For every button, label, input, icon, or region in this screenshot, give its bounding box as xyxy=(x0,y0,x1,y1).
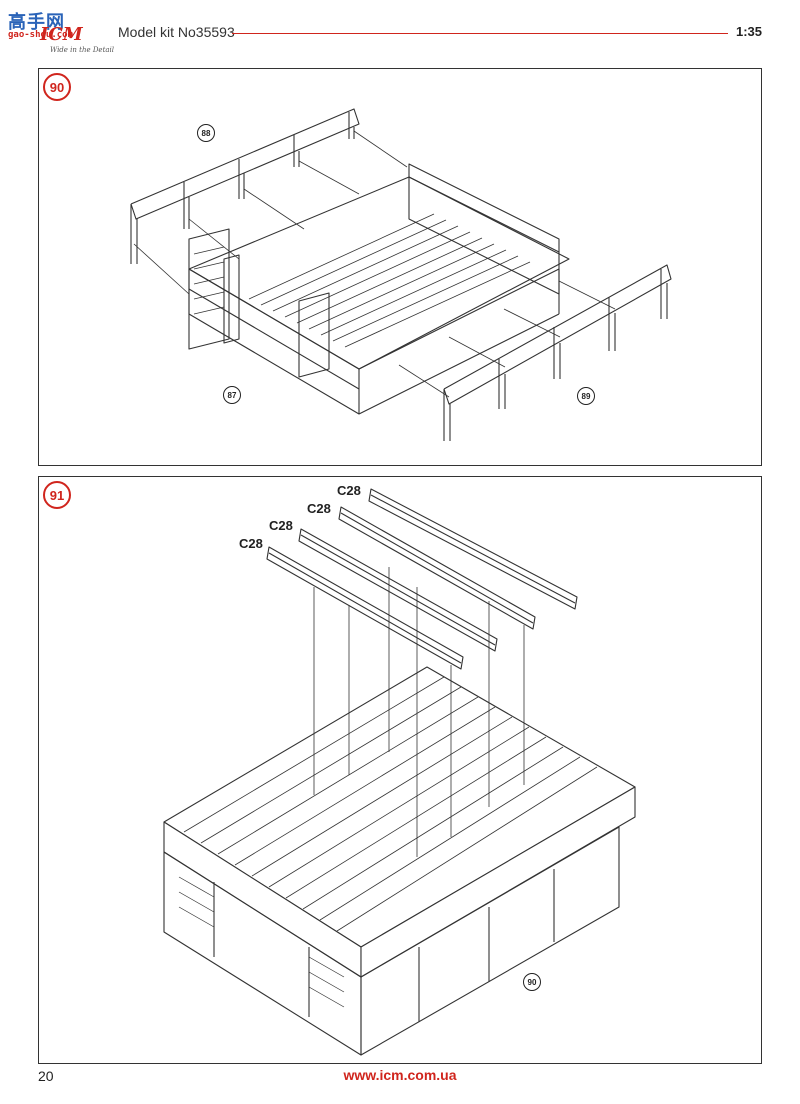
part-badge-88: 88 xyxy=(197,124,215,142)
website-link[interactable]: www.icm.com.ua xyxy=(343,1067,457,1083)
scale-label: 1:35 xyxy=(735,24,762,39)
part-badge-87: 87 xyxy=(223,386,241,404)
step-91-illustration xyxy=(163,488,636,1056)
part-label-c28: C28 xyxy=(307,501,331,516)
kit-title: Model kit No35593 xyxy=(118,24,235,40)
header-divider xyxy=(232,33,728,34)
brand-logo: ICM xyxy=(40,24,83,45)
step-90-illustration xyxy=(130,108,672,441)
watermark-site: gao-shou.com xyxy=(8,30,74,40)
part-label-c28: C28 xyxy=(337,483,361,498)
watermark-logo: 高手网 xyxy=(8,12,65,33)
part-badge-90: 90 xyxy=(523,973,541,991)
brand-tagline: Wide in the Detail xyxy=(50,46,115,54)
step-number-badge: 91 xyxy=(43,481,71,509)
page-number: 20 xyxy=(38,1068,54,1084)
page-header: 高手网 gao-shou.com ICM Wide in the Detail … xyxy=(0,0,800,60)
step-number-badge: 90 xyxy=(43,73,71,101)
part-label-c28: C28 xyxy=(269,518,293,533)
step-panel-90: 90 88 87 89 xyxy=(38,68,762,466)
step-panel-91: 91 C28 C28 C28 C28 90 xyxy=(38,476,762,1064)
part-badge-89: 89 xyxy=(577,387,595,405)
part-label-c28: C28 xyxy=(239,536,263,551)
